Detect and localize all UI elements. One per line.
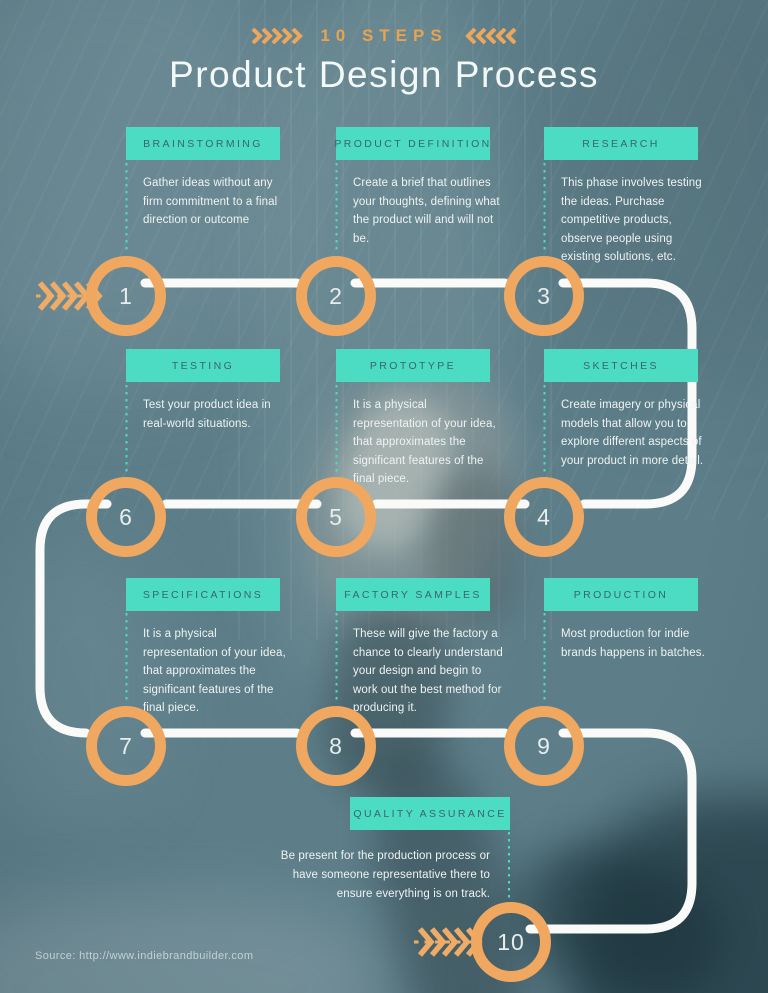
step-description: It is a physical representation of your … [353, 399, 496, 485]
step-number: 9 [537, 732, 551, 759]
step-cell-sketches: SKETCHES Create imagery or physical mode… [544, 349, 703, 470]
step-circle-8: 8 [296, 706, 376, 786]
step-number: 1 [119, 282, 133, 309]
step-label: PRODUCTION [573, 588, 669, 601]
bg-shadow-patch [555, 0, 768, 390]
step-cell-product-definition: PRODUCT DEFINITION Create a brief that o… [334, 127, 500, 248]
step-cell-brainstorming: BRAINSTORMING Gather ideas without any f… [126, 127, 280, 230]
step-label: SKETCHES [583, 359, 659, 372]
step-description: This phase involves testing the ideas. P… [561, 177, 702, 263]
process-path [35, 278, 697, 934]
step-label-box: TESTING [126, 349, 280, 382]
step-description: It is a physical representation of your … [143, 628, 286, 714]
chevrons-left-icon [464, 28, 516, 44]
step-cell-factory-samples: FACTORY SAMPLES These will give the fact… [336, 578, 503, 718]
step-cell-production: PRODUCTION Most production for indie bra… [544, 578, 705, 662]
step-description: Create a brief that outlines your though… [353, 177, 500, 245]
step-label-box: RESEARCH [544, 127, 698, 160]
step-description: Create imagery or physical models that a… [561, 399, 704, 467]
step-label-box: PROTOTYPE [336, 349, 490, 382]
step-circle-5: 5 [296, 477, 376, 557]
step-cell-specifications: SPECIFICATIONS It is a physical represen… [126, 578, 286, 718]
step-label: FACTORY SAMPLES [344, 588, 482, 601]
step-number: 10 [497, 928, 525, 955]
step-description: Most production for indie brands happens… [561, 628, 705, 659]
step-label-box: PRODUCTION [544, 578, 698, 611]
step-number: 4 [537, 503, 551, 530]
step-circle-9: 9 [504, 706, 584, 786]
step-number: 2 [329, 282, 343, 309]
step-number: 3 [537, 282, 551, 309]
step-label-box: SKETCHES [544, 349, 698, 382]
step-label: QUALITY ASSURANCE [353, 807, 507, 820]
bg-floor-light [0, 898, 380, 993]
step-circle-1: 1 [86, 256, 166, 336]
step-description: These will give the factory a chance to … [353, 628, 503, 714]
chevrons-right-icon [252, 28, 304, 44]
arrow-end-icon [414, 927, 483, 957]
step-label: PROTOTYPE [369, 359, 457, 372]
step-label: BRAINSTORMING [143, 137, 263, 150]
step-number: 5 [329, 503, 343, 530]
step-circle-3: 3 [504, 256, 584, 336]
kicker-text: 10 STEPS [320, 26, 448, 45]
step-label: PRODUCT DEFINITION [334, 137, 492, 150]
step-cell-prototype: PROTOTYPE It is a physical representatio… [336, 349, 496, 489]
source-credit: Source: http://www.indiebrandbuilder.com [35, 950, 254, 962]
step-label-box: FACTORY SAMPLES [336, 578, 490, 611]
step-circle-7: 7 [86, 706, 166, 786]
step-circle-2: 2 [296, 256, 376, 336]
page-title: Product Design Process [169, 54, 599, 95]
step-cell-research: RESEARCH This phase involves testing the… [544, 127, 702, 267]
step-circle-4: 4 [504, 477, 584, 557]
step-label: RESEARCH [582, 137, 660, 150]
step-number: 7 [119, 732, 133, 759]
step-label: TESTING [171, 359, 235, 372]
step-label-box: PRODUCT DEFINITION [334, 127, 492, 160]
step-circle-10: 10 [471, 902, 551, 982]
dotted-connectors [125, 163, 546, 899]
step-description: Be present for the production process or… [280, 850, 490, 900]
step-cell-testing: TESTING Test your product idea in real-w… [126, 349, 280, 433]
header: 10 STEPS Product Design Process [0, 26, 768, 96]
step-description: Test your product idea in real-world sit… [143, 399, 271, 430]
step-description: Gather ideas without any firm commitment… [143, 177, 278, 226]
step-label-box: QUALITY ASSURANCE [350, 797, 510, 830]
step-label-box: SPECIFICATIONS [126, 578, 280, 611]
step-number: 8 [329, 732, 343, 759]
step-number: 6 [119, 503, 133, 530]
step-circle-6: 6 [86, 477, 166, 557]
step-label-box: BRAINSTORMING [126, 127, 280, 160]
step-label: SPECIFICATIONS [142, 588, 264, 601]
step-cell-quality-assurance: QUALITY ASSURANCE Be present for the pro… [281, 797, 510, 904]
